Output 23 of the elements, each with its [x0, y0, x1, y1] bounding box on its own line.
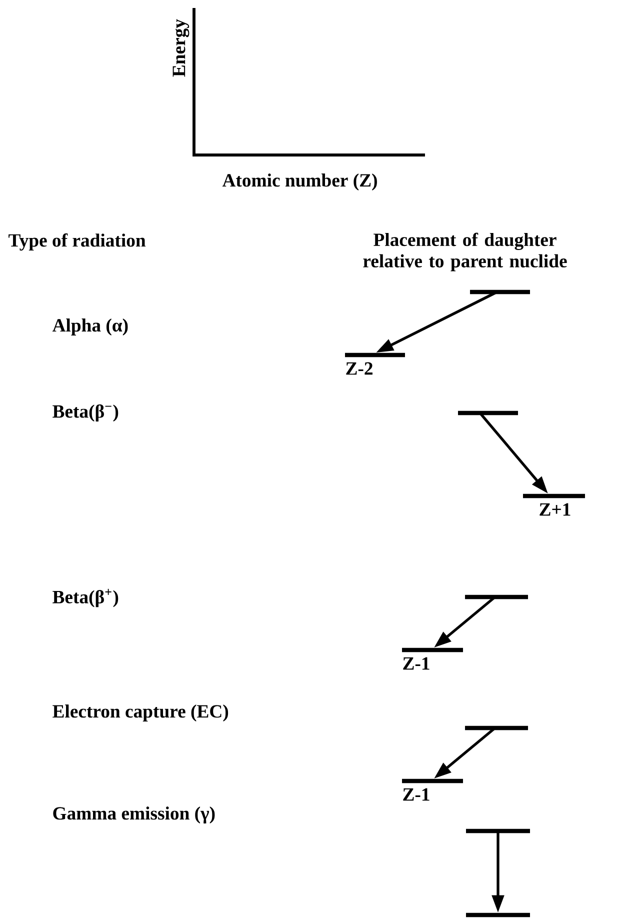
radiation-type: Electron capture (EC)	[52, 704, 228, 722]
energy-level	[345, 352, 405, 358]
column-heading: Type of radiation	[8, 233, 146, 251]
radiation-type: Beta(β$^{−}$)	[52, 404, 118, 422]
radiation-type: Alpha (α)	[52, 318, 128, 336]
radiation-type: Gamma emission (γ)	[53, 806, 215, 824]
level-label: Z-1	[403, 657, 430, 670]
energy-level	[402, 648, 463, 652]
level-label: Z-1	[403, 788, 430, 801]
level-label: Z-2	[346, 362, 372, 375]
energy-level	[465, 726, 528, 730]
axis-label: Atomic number (Z)	[222, 174, 377, 190]
column-heading: Placement of daughter relative to parent nuclide	[363, 232, 567, 272]
energy-level	[458, 410, 518, 416]
energy-level	[466, 828, 530, 834]
energy-level	[402, 778, 463, 784]
energy-level	[465, 594, 528, 600]
energy-level	[470, 290, 530, 294]
radiation-type: Beta(β$^{+}$)	[52, 588, 118, 608]
level-label: Z+1	[540, 503, 570, 516]
axis-label: Energy	[172, 19, 190, 77]
energy-level	[466, 912, 530, 918]
energy-level	[523, 494, 585, 498]
